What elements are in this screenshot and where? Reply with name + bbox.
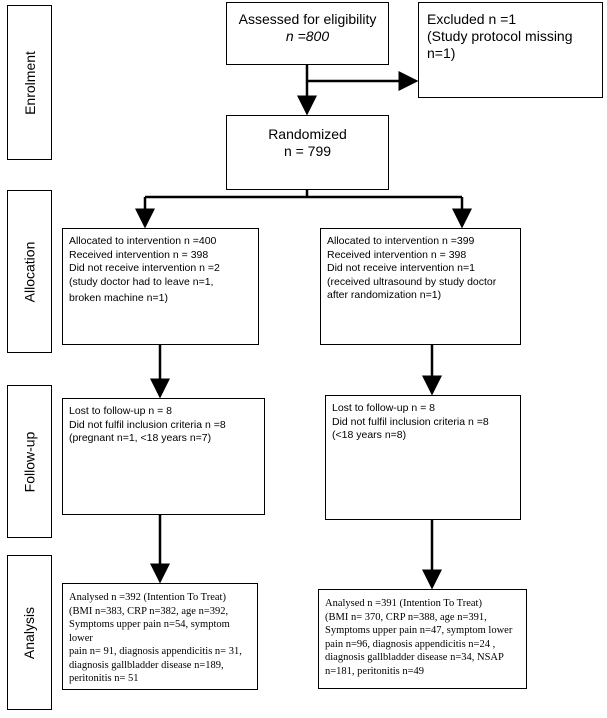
stage-label: Allocation	[21, 241, 38, 302]
stage-allocation: Allocation	[7, 190, 52, 353]
text-line: Symptoms upper pain n=47, symptom lower	[325, 625, 513, 636]
analysis-left-box: Analysed n =392 (Intention To Treat) (BMI…	[62, 583, 258, 690]
randomized-title: Randomized	[268, 126, 347, 142]
text-line: Lost to follow-up n = 8	[332, 402, 436, 414]
stage-label: Enrolment	[21, 50, 38, 115]
stage-enrolment: Enrolment	[7, 5, 52, 160]
text-line: Received intervention n = 398	[69, 248, 209, 261]
excluded-reason: (Study protocol missing	[427, 28, 573, 44]
text-line: diagnosis gallbladder disease n=34, NSAP	[325, 652, 504, 663]
text-line: broken machine n=1)	[69, 292, 168, 304]
text-line: Did not fulfil inclusion criteria n =8	[69, 418, 226, 431]
text-line: Symptoms upper pain n=54, symptom lower	[69, 619, 230, 644]
assessed-title: Assessed for eligibility	[238, 11, 377, 27]
text-line: Lost to follow-up n = 8	[69, 405, 173, 417]
assessed-box: Assessed for eligibility n =800	[226, 2, 389, 65]
text-line: (pregnant n=1, <18 years n=7)	[69, 432, 212, 444]
text-line: (received ultrasound by study doctor	[327, 275, 497, 288]
text-line: pain n=96, diagnosis appendicitis n=24 ,	[325, 638, 496, 650]
text-line: diagnosis gallbladder disease n=189,	[69, 659, 224, 671]
text-line: Did not receive intervention n=1	[327, 262, 475, 274]
stage-label: Follow-up	[21, 431, 38, 492]
excluded-title: Excluded n =1	[427, 11, 517, 27]
text-line: (study doctor had to leave n=1,	[69, 275, 214, 288]
text-line: Received intervention n = 398	[327, 248, 467, 261]
text-line: after randomization n=1)	[327, 289, 442, 301]
text-line: peritonitis n= 51	[69, 673, 139, 684]
text-line: (BMI n= 370, CRP n=388, age n=391,	[325, 611, 487, 623]
stage-analysis: Analysis	[7, 555, 52, 710]
text-line: Did not receive intervention n =2	[69, 262, 220, 274]
excluded-box: Excluded n =1 (Study protocol missing n=…	[418, 2, 603, 98]
analysis-right-box: Analysed n =391 (Intention To Treat) (BMI…	[318, 589, 527, 689]
text-line: (<18 years n=8)	[332, 429, 407, 441]
text-line: n=181, peritonitis n=49	[325, 665, 425, 677]
text-line: Did not fulfil inclusion criteria n =8	[332, 415, 489, 428]
text-line: Analysed n =392 (Intention To Treat)	[69, 592, 226, 603]
assessed-count: n =800	[285, 28, 330, 44]
text-line: Allocated to intervention n =399	[327, 235, 475, 247]
randomized-box: Randomized n = 799	[226, 115, 389, 190]
text-line: (BMI n=383, CRP n=382, age n=392,	[69, 605, 229, 617]
stage-label: Analysis	[21, 606, 38, 659]
stage-follow-up: Follow-up	[7, 385, 52, 538]
excluded-reason-count: n=1)	[427, 45, 456, 61]
randomized-count: n = 799	[283, 143, 332, 159]
text-line: Allocated to intervention n =400	[69, 235, 217, 247]
text-line: Analysed n =391 (Intention To Treat)	[325, 598, 482, 609]
text-line: pain n= 91, diagnosis appendicitis n= 31…	[69, 646, 242, 657]
